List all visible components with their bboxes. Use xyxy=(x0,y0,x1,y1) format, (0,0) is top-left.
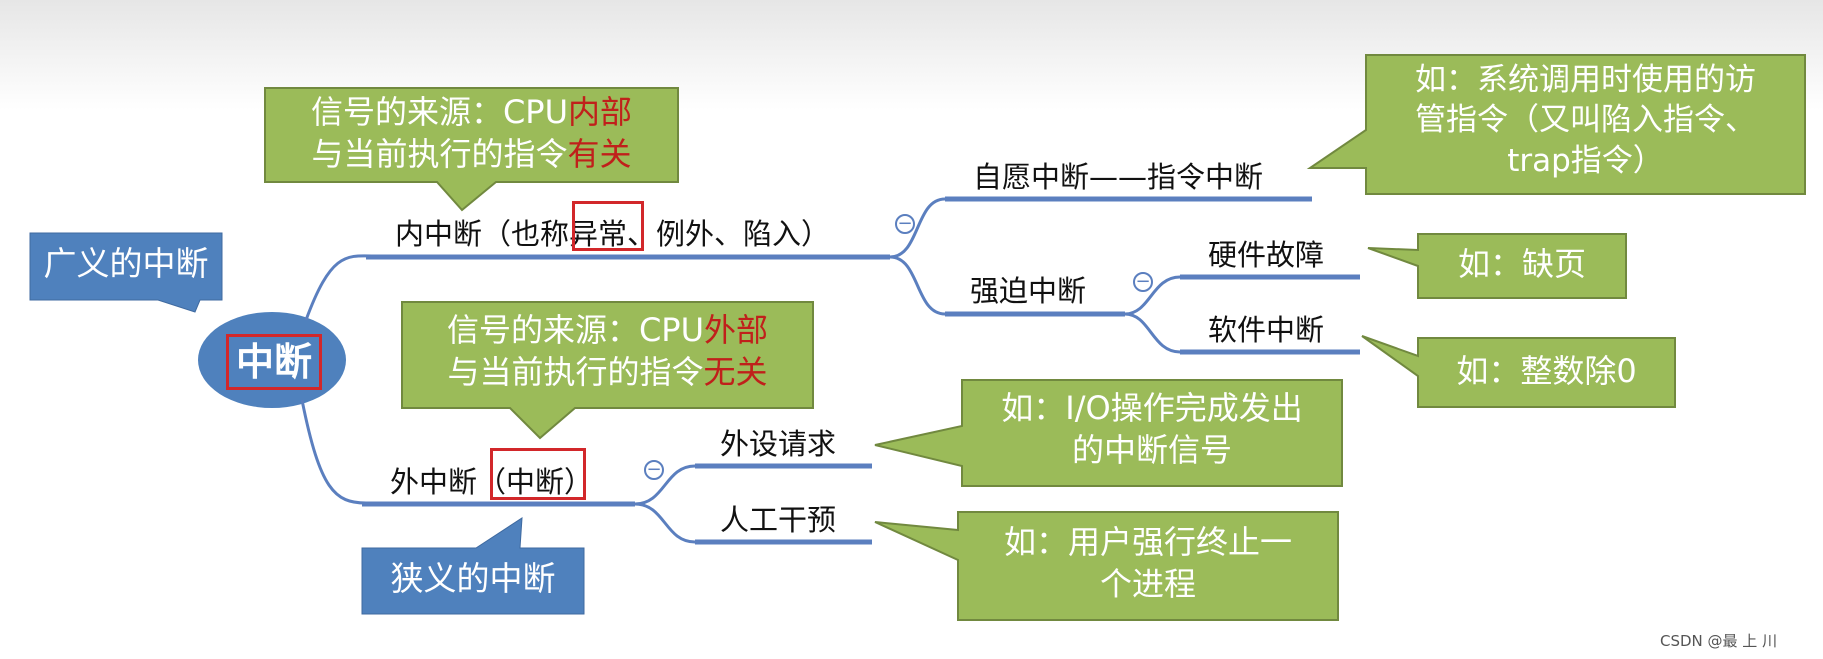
device-example-callout xyxy=(874,379,1343,487)
connector-forced-hardware xyxy=(1124,275,1181,316)
external-source-line1: 信号的来源：CPU外部 xyxy=(446,311,769,349)
external-source-note: 信号的来源：CPU外部 与当前执行的指令无关 xyxy=(402,310,813,393)
hardware-example: 如：缺页 xyxy=(1457,245,1586,283)
manual-example-callout xyxy=(874,511,1339,621)
manual-example: 如：用户强行终止一 个进程 xyxy=(958,522,1338,605)
manual-example-line2: 个进程 xyxy=(1099,564,1196,603)
internal-highlight-box xyxy=(572,201,644,251)
root-label[interactable]: 中断 xyxy=(226,334,322,390)
device-request-node[interactable]: 外设请求 xyxy=(720,427,837,461)
forced-collapse-toggle[interactable]: − xyxy=(1133,272,1153,292)
voluntary-interrupt-node[interactable]: 自愿中断——指令中断 xyxy=(973,160,1264,194)
voluntary-example-line1: 如：系统调用时使用的访 xyxy=(1415,62,1756,98)
voluntary-example-line3: trap指令） xyxy=(1507,142,1664,179)
external-source-callout xyxy=(401,301,814,440)
narrow-label: 狭义的中断 xyxy=(390,559,556,598)
hardware-fault-node[interactable]: 硬件故障 xyxy=(1208,238,1325,272)
connector-internal-forced xyxy=(889,255,946,316)
internal-source-callout xyxy=(264,87,679,212)
external-collapse-toggle[interactable]: − xyxy=(644,460,664,480)
internal-interrupt-node[interactable]: 内中断（也称异常、例外、陷入） xyxy=(395,217,831,251)
software-interrupt-node[interactable]: 软件中断 xyxy=(1208,313,1325,347)
connector-root-internal xyxy=(304,254,373,321)
manual-example-line1: 如：用户强行终止一 xyxy=(1003,523,1292,561)
external-interrupt-node[interactable]: 外中断（中断） xyxy=(390,465,594,499)
device-example-line2: 的中断信号 xyxy=(1071,430,1232,469)
connector-root-external xyxy=(300,399,367,505)
internal-source-line1: 信号的来源：CPU内部 xyxy=(310,93,633,131)
hardware-example-callout xyxy=(1367,233,1627,299)
broad-label-box xyxy=(29,232,223,313)
narrow-label-box xyxy=(361,517,585,615)
software-example-callout xyxy=(1361,335,1676,408)
internal-source-note: 信号的来源：CPU内部 与当前执行的指令有关 xyxy=(265,92,678,175)
external-highlight-box xyxy=(490,448,586,500)
connector-external-manual xyxy=(634,502,696,544)
manual-intervention-node[interactable]: 人工干预 xyxy=(720,503,837,537)
software-example: 如：整数除0 xyxy=(1456,352,1637,390)
watermark: CSDN @最 上 川 xyxy=(1660,632,1778,650)
connector-external-device xyxy=(634,464,696,506)
connector-forced-software xyxy=(1124,312,1181,354)
forced-interrupt-node[interactable]: 强迫中断 xyxy=(970,274,1087,308)
voluntary-example: 如：系统调用时使用的访 管指令（又叫陷入指令、 trap指令） xyxy=(1366,60,1805,181)
broad-label: 广义的中断 xyxy=(43,244,209,283)
device-example-line1: 如：I/O操作完成发出 xyxy=(1001,389,1303,427)
voluntary-example-line2: 管指令（又叫陷入指令、 xyxy=(1415,102,1756,139)
internal-source-line2: 与当前执行的指令有关 xyxy=(311,134,632,173)
internal-collapse-toggle[interactable]: − xyxy=(895,214,915,234)
connector-internal-voluntary xyxy=(889,197,946,259)
voluntary-example-callout xyxy=(1306,54,1806,195)
device-example: 如：I/O操作完成发出 的中断信号 xyxy=(962,388,1342,471)
external-source-line2: 与当前执行的指令无关 xyxy=(447,352,768,391)
